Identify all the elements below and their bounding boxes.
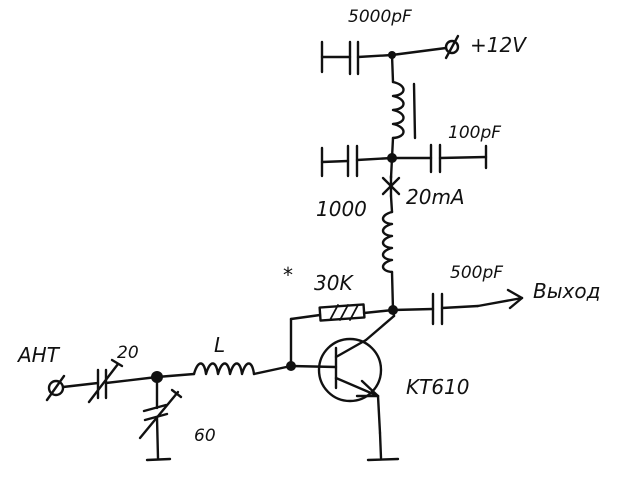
label-supply: +12V bbox=[470, 33, 527, 57]
wire-current bbox=[389, 156, 394, 180]
label-antenna: AHT bbox=[16, 343, 61, 367]
current-point-marker bbox=[381, 174, 401, 198]
output-arrow bbox=[476, 288, 524, 310]
label-cap-supply: 5000pF bbox=[348, 7, 412, 27]
input-inductor bbox=[155, 362, 293, 379]
emitter-ground bbox=[366, 431, 400, 462]
wire-collector-lead bbox=[391, 308, 396, 318]
feedback-resistor bbox=[289, 303, 395, 368]
resistor-mark: * bbox=[283, 263, 293, 287]
choke-core-line bbox=[412, 82, 417, 140]
shunt-trimmer-capacitor bbox=[138, 375, 183, 462]
rf-choke-lower bbox=[381, 210, 394, 274]
output-capacitor bbox=[391, 292, 480, 326]
label-current: 20mA bbox=[406, 185, 465, 209]
label-cap-out: 500pF bbox=[450, 263, 503, 283]
label-cap-trim-shunt: 60 bbox=[194, 426, 216, 446]
bypass-capacitor bbox=[320, 144, 394, 178]
series-trimmer-capacitor bbox=[61, 358, 159, 404]
supply-terminal bbox=[444, 34, 460, 60]
label-cap-bypass: 1000 bbox=[316, 197, 367, 221]
label-cap-tap: 100pF bbox=[448, 123, 501, 143]
label-inductor: L bbox=[214, 333, 225, 357]
wire-choke-top bbox=[390, 53, 395, 84]
label-resistor: 30K bbox=[314, 271, 354, 295]
wire-collector bbox=[390, 270, 395, 312]
transistor-kt610 bbox=[289, 314, 396, 435]
antenna-terminal bbox=[45, 374, 66, 402]
label-cap-trim-series: 20 bbox=[117, 343, 139, 363]
wire-supply bbox=[390, 46, 448, 57]
label-output: Выход bbox=[533, 279, 600, 303]
wire-choke2-top bbox=[389, 194, 394, 214]
supply-decoupling-capacitor bbox=[320, 40, 394, 76]
tap-capacitor bbox=[390, 143, 488, 174]
label-transistor: KT610 bbox=[406, 375, 470, 399]
rf-choke-upper bbox=[391, 80, 405, 140]
